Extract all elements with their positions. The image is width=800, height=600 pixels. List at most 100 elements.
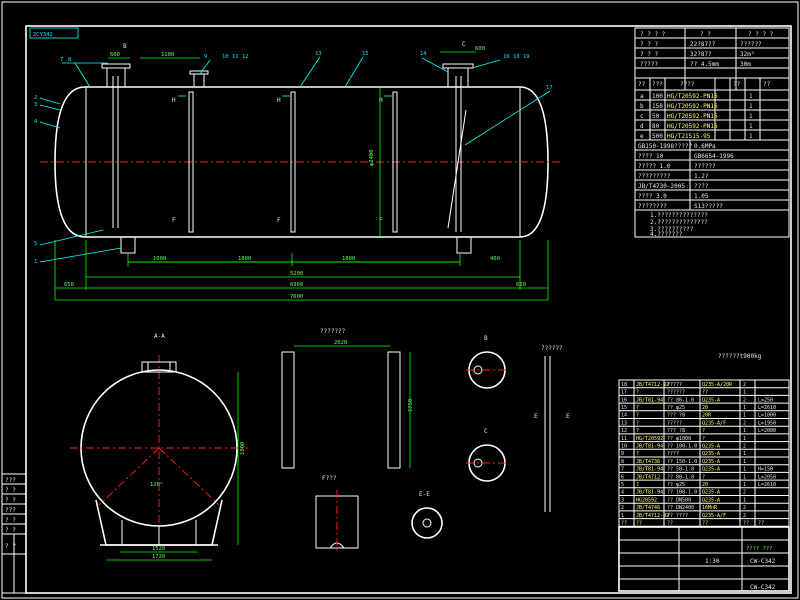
noz-a3: 1: [749, 93, 753, 100]
noz-c0: c: [640, 113, 644, 120]
bom-cell: 11: [621, 436, 627, 442]
spec-4: JB/T4730-2005: [638, 183, 685, 190]
bom-cell: ?? φ25: [667, 405, 685, 411]
tech-r2c2: 30m: [740, 61, 751, 68]
bom-cell: 8: [621, 459, 624, 465]
dim-right: 650: [516, 282, 526, 288]
bom-cell: ?: [636, 420, 639, 426]
bom-cell: 2: [743, 505, 746, 511]
nozzle-vent-flange: [189, 70, 209, 75]
section-h1: H: [172, 97, 176, 104]
dim-top-mid: 1100: [161, 52, 174, 58]
end-dim-d2: 1720: [152, 554, 165, 560]
weight-note: ??????t900kg: [718, 353, 762, 360]
bom-cell: 6: [621, 474, 624, 480]
e-marker-2: E: [566, 413, 570, 420]
bom-cell: 9: [621, 451, 624, 457]
bom-cell: ?: [702, 474, 705, 480]
callout-11: 11: [232, 54, 239, 60]
noz-e2: HG/T21515-95: [667, 133, 711, 140]
bom-cell: ?? 100-1.0: [667, 490, 697, 496]
bom-cell: Q235-A: [702, 397, 720, 403]
baffle-3: [392, 91, 398, 233]
saddle-ray-right: [158, 447, 220, 506]
noz-b1: 150: [652, 103, 663, 110]
noz-c3: 1: [749, 113, 753, 120]
bom-cell: ?? 100-1.0: [667, 444, 697, 450]
bom-cell: 3: [621, 497, 624, 503]
callout-12: 12: [242, 54, 249, 60]
callout-1: 1: [34, 259, 37, 265]
bom-cell: ?: [636, 413, 639, 419]
section-h2: H: [277, 97, 281, 104]
noz-h3: ??: [733, 81, 741, 88]
bom-cell: HG/T20592: [636, 436, 663, 442]
noz-h2: ????: [680, 81, 695, 88]
spec-1: ???? 10: [638, 153, 664, 160]
tech-r2c0: ?????: [640, 61, 658, 68]
bom-cell: 2: [743, 513, 746, 519]
dim-top-c: 600: [475, 46, 485, 52]
title-block: ???? ??? CW-C342 1:30 CW-C342: [618, 526, 790, 592]
tech-r1c2: 32m³: [740, 51, 754, 58]
noz-h4: ??: [763, 81, 771, 88]
bom-cell: ??: [702, 390, 708, 396]
ee-inner: [422, 518, 432, 528]
bom-cell: ?? φ25: [667, 482, 685, 488]
noz-e3: 1: [749, 133, 753, 140]
bom-cell: ??: [758, 521, 764, 527]
noz-a2: HG/T20592-PN16: [667, 93, 718, 100]
bom-cell: JB/T4712-92: [636, 382, 669, 388]
drawing-number-bottom: CW-C342: [750, 584, 776, 591]
noz-b2: HG/T20592-PN16: [667, 103, 718, 110]
specv-6: S13?????: [694, 203, 723, 210]
baffle-2: [290, 91, 296, 233]
title-block-name: ???? ???: [746, 546, 773, 552]
footnote-3: 4.???????: [650, 231, 683, 238]
footnote-1: 2.??????????????: [650, 219, 708, 226]
left-block-3: ???: [5, 507, 16, 514]
section-b-label: B: [123, 43, 127, 50]
bom-cell: ?? DN500: [667, 497, 691, 503]
end-dim-angle: 120°: [150, 482, 163, 488]
bom-cell: JB/T4712-92: [636, 513, 669, 519]
section-f1: F: [172, 217, 176, 224]
bom-cell: 10: [621, 444, 627, 450]
bom-cell: 2: [621, 505, 624, 511]
drawing-number-top: ZCY342: [33, 32, 53, 38]
bom-cell: ??: [743, 521, 749, 527]
tech-r0c0: ? ? ?: [640, 41, 658, 48]
bom-cell: 12: [621, 428, 627, 434]
section-f3: F: [379, 217, 383, 224]
callout-10: 10: [222, 54, 229, 60]
bom-cell: ?: [636, 451, 639, 457]
diagonal-pipe: [447, 109, 467, 229]
bom-cell: L=2000: [758, 428, 776, 434]
baffle-width-value: 2020: [334, 340, 347, 346]
callout-2: 2: [34, 95, 37, 101]
specv-2: ??????: [694, 163, 716, 170]
baffle-view-title: ???????: [320, 328, 346, 335]
dim-overall-3: 7600: [290, 294, 303, 300]
bom-cell: L=1000: [758, 413, 776, 419]
bom-cell: H=150: [758, 467, 773, 473]
bom-cell: ????: [667, 451, 679, 457]
bom-cell: Q235-A/F: [702, 513, 726, 519]
bom-cell: 20: [702, 405, 708, 411]
bom-cell: JB/T4736: [636, 459, 660, 465]
detail-views: B C E-E ?????? E E: [411, 335, 570, 539]
bom-cell: 1: [743, 436, 746, 442]
callout-8: 8: [68, 57, 71, 63]
bom-cell: JB/T81-94: [636, 397, 663, 403]
dim-lower-2: 1800: [238, 256, 251, 262]
baffle-views: ??????? 2020 1750 F???: [281, 328, 414, 552]
dim-height: φ2400: [369, 149, 375, 166]
bom-cell: 1: [621, 513, 624, 519]
left-block-2: ? ?: [5, 497, 16, 504]
bom-cell: ?? ????: [667, 513, 688, 519]
dim-lower-4: 400: [490, 256, 500, 262]
bom-cell: JB/T81-94: [636, 490, 663, 496]
noz-b0: b: [640, 103, 644, 110]
noz-h0: ??: [638, 81, 646, 88]
